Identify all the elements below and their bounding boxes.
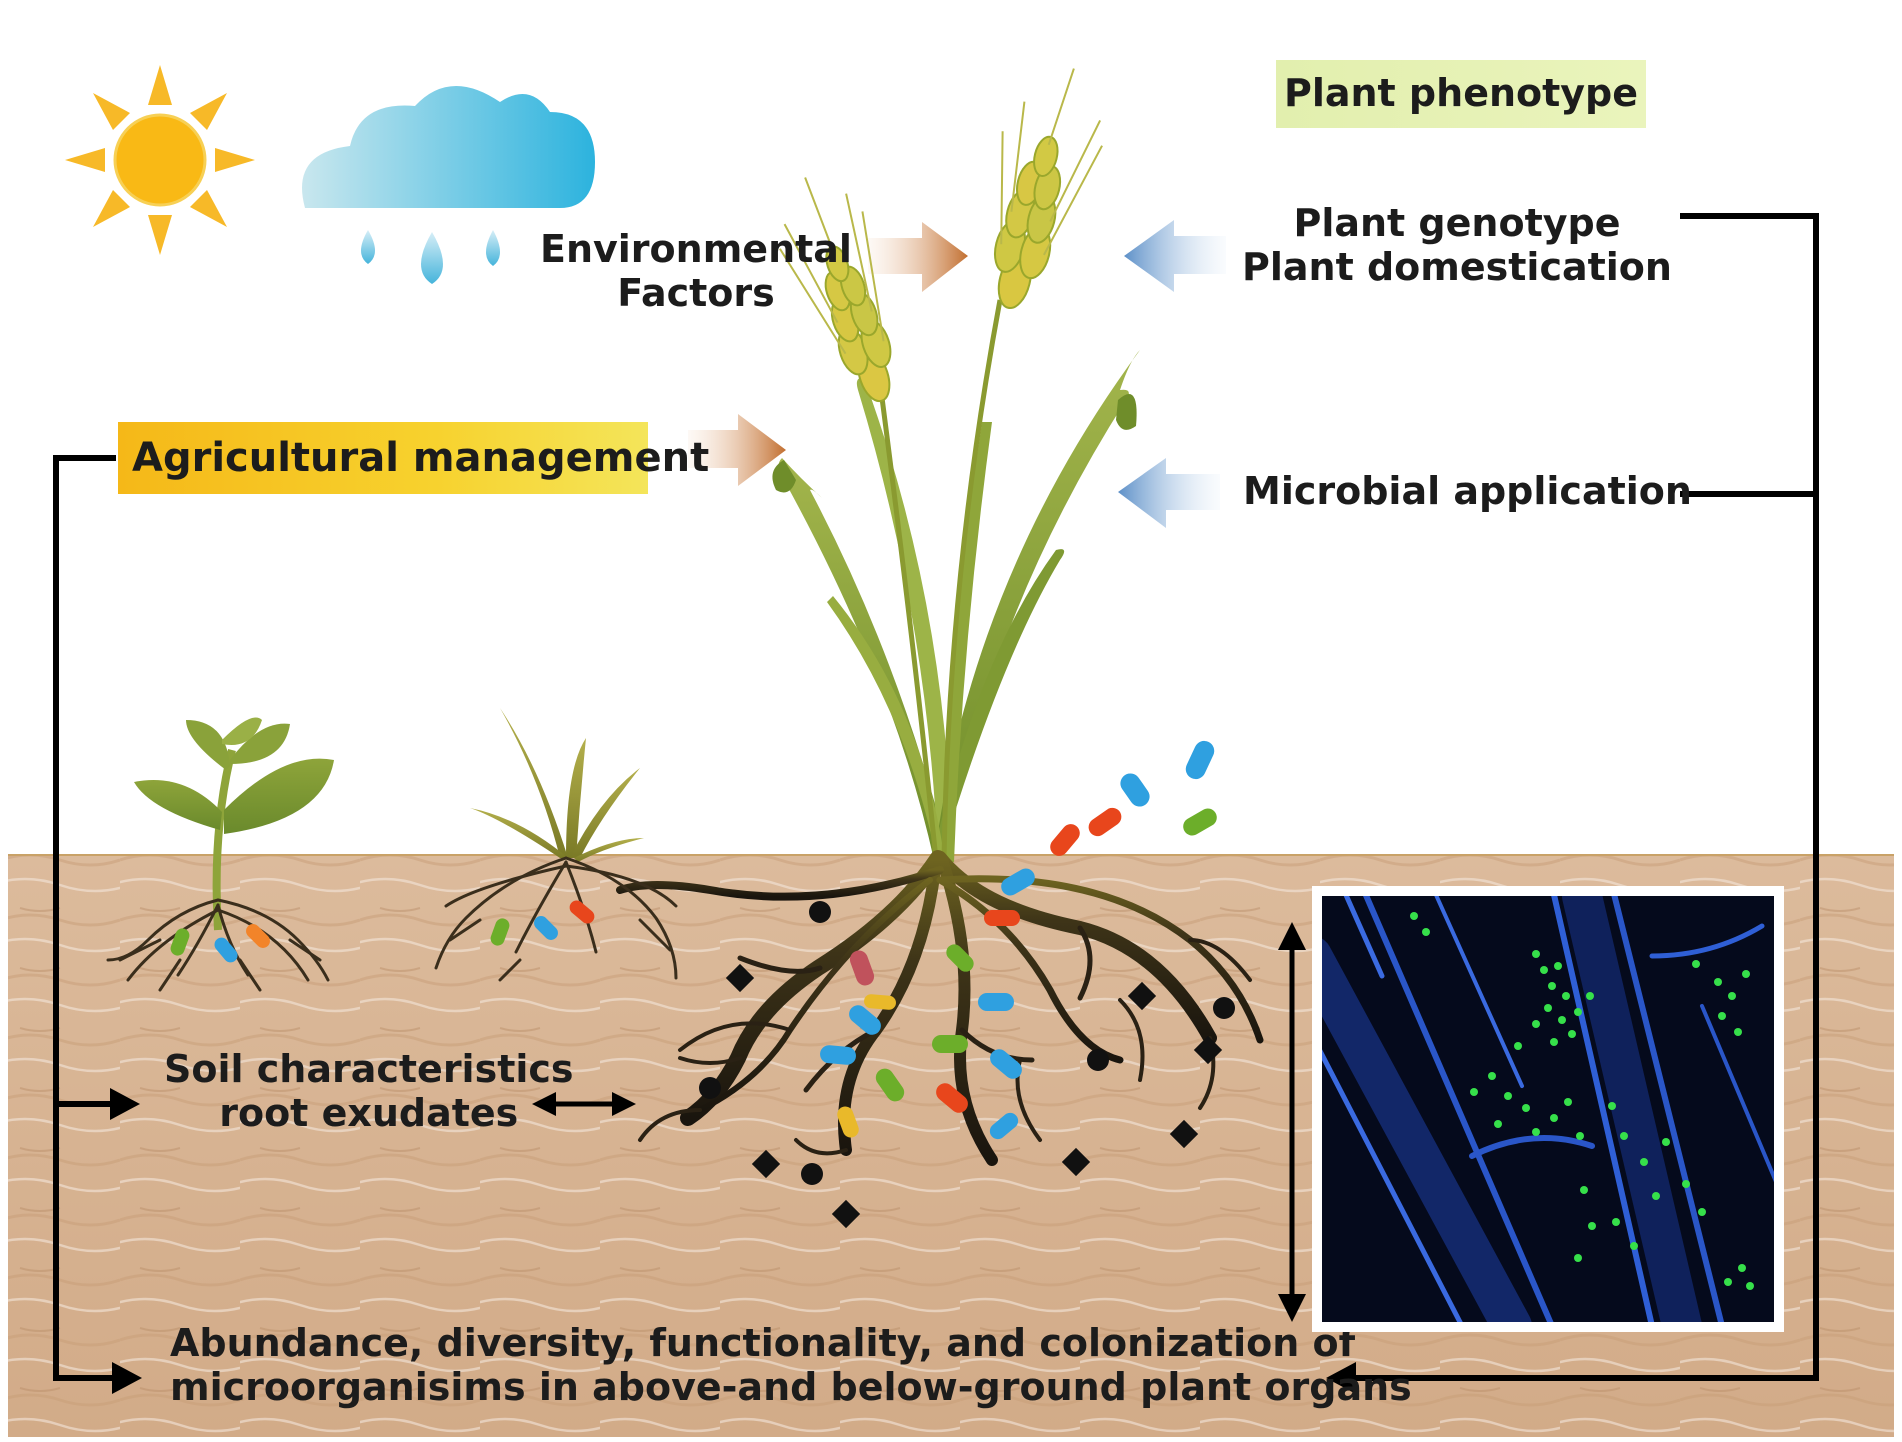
bacteria-icon [837,1106,859,1138]
microbial-arrow [1118,458,1220,528]
environmental-line-2: Factors [617,270,775,315]
vertical-double-arrow [1278,922,1306,1322]
arrowhead-abundance [112,1362,142,1394]
seedling-icon [106,717,334,992]
environmental-arrow [868,222,968,292]
microbial-application-label: Microbial application [1243,469,1692,513]
bacteria-icon [989,1112,1019,1140]
sun-icon [65,65,255,255]
bacteria-icon [849,1005,881,1035]
agricultural-arrow [688,414,786,486]
micrograph-canvas [1322,896,1774,1322]
bacteria-icon [569,900,595,924]
abundance-label: Abundance, diversity, functionality, and… [170,1321,1412,1409]
bacteria-icon [1120,773,1150,807]
genotype-line-1: Plant genotype [1293,201,1621,245]
bacteria-icon [932,1035,968,1053]
bacteria-icon [864,994,896,1010]
bacteria-icon [984,910,1020,926]
environmental-line-1: Environmental [540,227,852,271]
genotype-arrow [1124,220,1226,292]
plant-genotype-label: Plant genotype Plant domestication [1242,201,1672,289]
bacteria-icon [990,1049,1022,1079]
micrograph-image [1312,886,1784,1332]
soil-particles [699,901,1235,1229]
soil-characteristics-label: Soil characteristics root exudates [164,1047,574,1135]
bacteria-icon [936,1083,968,1113]
right-bracket [1340,213,1819,1381]
bacteria-icon [1050,824,1080,856]
bacteria-icon [849,950,875,986]
bacteria-icon [490,918,510,946]
environmental-factors-label: Environmental Factors [540,227,852,315]
bacteria-icon [1088,807,1122,837]
arrowhead-right-bottom [1326,1362,1356,1394]
bacteria-icon [534,916,558,940]
bacteria-icon [978,993,1014,1011]
bacteria-icon [820,1045,856,1065]
soil-line-2: root exudates [219,1090,519,1135]
abundance-line-2: microorganisims in above-and below-groun… [170,1364,1412,1409]
agricultural-management-label: Agricultural management [118,422,709,494]
genotype-line-2: Plant domestication [1242,244,1672,289]
bacteria-icon [946,944,974,972]
soil-root-double-arrow [532,1092,636,1116]
bacteria-icon [1001,868,1035,896]
bacteria-icon [246,924,270,948]
arrowhead-soil [110,1088,140,1120]
bacteria-icon [1183,808,1217,836]
plant-phenotype-label: Plant phenotype [1276,60,1646,128]
abundance-line-1: Abundance, diversity, functionality, and… [170,1321,1356,1365]
soil-line-1: Soil characteristics [164,1047,574,1091]
bacteria-icon [875,1068,905,1102]
bacteria-icon [214,937,238,963]
bacteria-cluster [170,740,1217,1140]
bacteria-icon [170,928,190,956]
rain-cloud-icon [301,85,595,284]
grass-seedling-icon [434,708,678,982]
bacteria-icon [1185,740,1215,780]
